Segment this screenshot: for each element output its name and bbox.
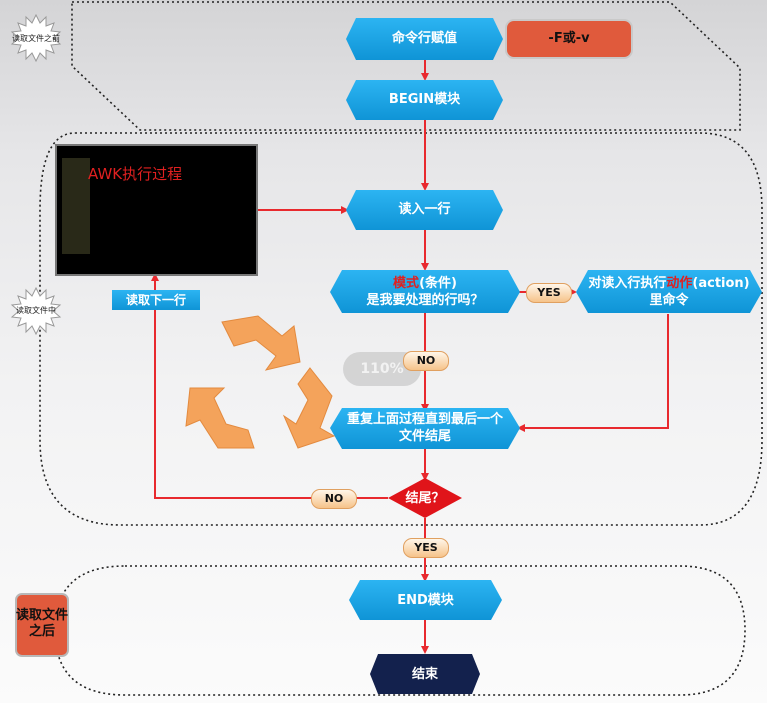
node-endq[interactable] <box>388 478 462 518</box>
node-begin-label: BEGIN模块 <box>388 92 461 107</box>
node-pattern-line2: 是我要处理的行吗？ <box>366 293 484 308</box>
stage-during-label: 读取文件中 <box>16 306 56 315</box>
node-repeat-line2: 文件结尾 <box>398 429 451 444</box>
edge-endq-nextline <box>151 273 388 499</box>
stage-before-label: 读取文件之前 <box>12 34 60 43</box>
node-action-line1: 对读入行执行动作(action) <box>588 276 750 291</box>
region-before-read <box>71 1 741 131</box>
node-next-line[interactable] <box>112 290 200 310</box>
node-repeat[interactable] <box>330 408 520 449</box>
recycle-icon <box>185 315 336 449</box>
node-assign[interactable] <box>346 18 503 60</box>
edge-action-repeat <box>517 314 669 432</box>
node-pattern-label: 模式(条件) 是我要处理的行吗？ <box>330 275 520 309</box>
edge-label-no-nextline: NO <box>311 489 357 509</box>
node-assign-label: 命令行赋值 <box>391 31 457 46</box>
node-action[interactable] <box>576 270 762 313</box>
region-after-read <box>54 565 746 696</box>
node-pattern-line1: 模式(条件) <box>393 276 457 291</box>
node-repeat-line1: 重复上面过程直到最后一个 <box>346 412 503 427</box>
node-action-line2: 里命令 <box>649 293 689 308</box>
node-end-block[interactable] <box>349 580 502 620</box>
zoom-pill <box>343 352 421 386</box>
node-next-line-label: 读取下一行 <box>125 293 186 307</box>
node-finish[interactable] <box>370 654 480 694</box>
node-pattern[interactable] <box>330 270 520 313</box>
stage-badge-during <box>10 286 62 336</box>
node-begin[interactable] <box>346 80 503 120</box>
awk-title: AWK执行过程 <box>88 165 183 183</box>
zoom-label: 110% <box>360 361 404 377</box>
node-readline[interactable] <box>346 190 503 230</box>
edge-label-yes-end: YES <box>403 538 449 558</box>
awk-image-blur <box>62 158 90 254</box>
region-during-read <box>39 132 763 526</box>
node-finish-label: 结束 <box>411 667 438 682</box>
node-option[interactable] <box>505 19 633 59</box>
node-endq-label: 结尾？ <box>405 491 445 506</box>
edge-label-no-repeat: NO <box>403 351 449 371</box>
stage-box-after <box>15 593 69 657</box>
node-readline-label: 读入一行 <box>398 202 451 217</box>
stage-badge-before <box>10 13 62 63</box>
node-end-block-label: END模块 <box>397 593 454 608</box>
stage-after-label: 读取文件之后 <box>16 608 69 639</box>
node-option-label: -F或-v <box>548 31 590 46</box>
node-action-label: 对读入行执行动作(action) 里命令 <box>576 275 762 309</box>
node-repeat-label: 重复上面过程直到最后一个 文件结尾 <box>330 411 520 445</box>
edge-label-yes-action: YES <box>526 283 572 303</box>
